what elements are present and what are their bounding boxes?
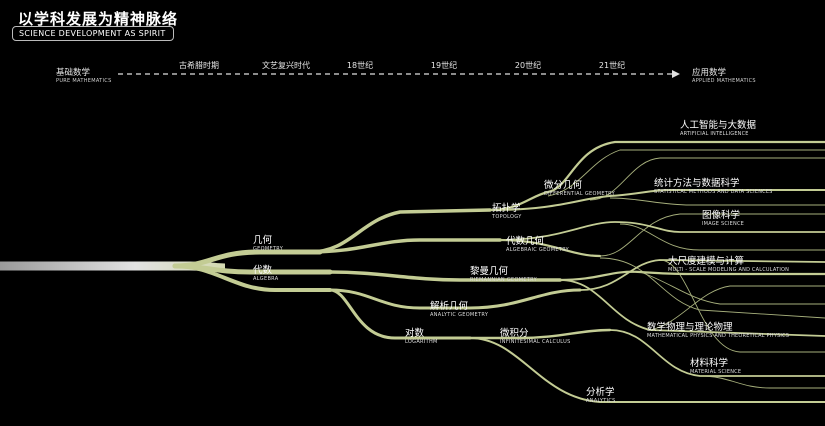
- label-calculus: 微积分 INFINITESIMAL CALCULUS: [500, 325, 571, 345]
- algebraic-to-image: [499, 221, 825, 241]
- field-ai-big-data: 人工智能与大数据 ARTIFICIAL INTELLIGENCE: [680, 117, 756, 137]
- field-mathematical-physics-en: MATHEMATICAL PHYSICS AND THEORETICAL PHY…: [647, 333, 790, 339]
- label-riemannian-geometry-en: RIEMANNIAN GEOMETRY: [470, 277, 537, 283]
- calculus-to-material: [609, 329, 825, 377]
- algebraic-geometry-branch: [498, 238, 602, 258]
- timeline-start-en: PURE MATHEMATICS: [56, 78, 112, 84]
- label-differential-geometry-zh: 微分几何: [544, 180, 583, 191]
- analytic-to-modeling: [579, 259, 825, 291]
- label-logarithm-en: LOGARITHM: [405, 339, 438, 345]
- calculus-branch: [468, 328, 612, 340]
- lower-branch: [173, 264, 332, 292]
- field-ai-big-data-zh: 人工智能与大数据: [680, 120, 757, 131]
- field-multiscale-modeling-zh: 大尺度建模与计算: [668, 256, 745, 267]
- field-material-science: 材料科学 MATERIAL SCIENCE: [690, 355, 741, 375]
- field-image-science-en: IMAGE SCIENCE: [702, 221, 745, 227]
- timeline-start-zh: 基础数学: [56, 68, 91, 78]
- label-analytic-geometry: 解析几何 ANALYTIC GEOMETRY: [430, 298, 488, 318]
- label-differential-geometry: 微分几何 DIFFERENTIAL GEOMETRY: [544, 177, 615, 197]
- label-riemannian-geometry: 黎曼几何 RIEMANNIAN GEOMETRY: [470, 263, 537, 283]
- topology-branch: [308, 208, 492, 254]
- field-mathematical-physics: 数学物理与理论物理 MATHEMATICAL PHYSICS AND THEOR…: [647, 319, 789, 339]
- topology-to-statistics: [489, 189, 825, 211]
- era-21st-century: 21世纪: [598, 61, 626, 70]
- label-algebra: 代数 ALGEBRA: [253, 262, 278, 282]
- timeline-end-zh: 应用数学: [692, 68, 727, 78]
- label-geometry: 几何 GEOMETRY: [253, 232, 283, 252]
- field-statistics-data-science-en: STATISTICAL METHODS AND DATA SCIENCES: [654, 189, 773, 195]
- field-image-science: 图像科学 IMAGE SCIENCE: [702, 207, 744, 227]
- timeline-end: 应用数学 APPLIED MATHEMATICS: [692, 66, 756, 84]
- era-ancient-greece: 古希腊时期: [179, 61, 219, 70]
- branch-lines: [172, 140, 825, 403]
- label-algebraic-geometry-zh: 代数几何: [506, 236, 545, 247]
- page-subtitle: SCIENCE DEVELOPMENT AS SPIRIT: [12, 26, 174, 41]
- analytic-geometry-branch: [328, 288, 582, 310]
- label-analytics-zh: 分析学: [586, 387, 615, 398]
- timeline-arrow: [118, 70, 680, 78]
- field-ai-big-data-en: ARTIFICIAL INTELLIGENCE: [680, 131, 749, 137]
- label-analytics: 分析学 ANALYTICS: [586, 384, 616, 404]
- label-analytic-geometry-en: ANALYTIC GEOMETRY: [430, 312, 489, 318]
- label-analytics-en: ANALYTICS: [586, 398, 616, 404]
- label-topology-en: TOPOLOGY: [492, 214, 522, 220]
- page-title: 以学科发展为精神脉络: [18, 10, 179, 28]
- field-image-science-zh: 图像科学: [702, 210, 741, 221]
- differential-geometry-branch: [488, 140, 825, 212]
- label-topology-zh: 拓扑学: [492, 203, 521, 214]
- field-mathematical-physics-zh: 数学物理与理论物理: [647, 322, 733, 333]
- label-calculus-zh: 微积分: [500, 328, 529, 339]
- label-differential-geometry-en: DIFFERENTIAL GEOMETRY: [544, 191, 615, 197]
- fine-strands: [547, 149, 825, 389]
- label-algebraic-geometry: 代数几何 ALGEBRAIC GEOMETRY: [506, 233, 569, 253]
- field-material-science-en: MATERIAL SCIENCE: [690, 369, 742, 375]
- timeline-end-en: APPLIED MATHEMATICS: [692, 78, 756, 84]
- analytics-branch: [469, 337, 825, 403]
- geometry-branch: [172, 249, 323, 269]
- label-algebra-zh: 代数: [253, 265, 273, 276]
- label-geometry-zh: 几何: [253, 235, 273, 246]
- label-logarithm: 对数 LOGARITHM: [405, 325, 438, 345]
- field-multiscale-modeling: 大尺度建模与计算 MULTI - SCALE MODELING AND CALC…: [668, 253, 789, 273]
- geometry-to-algebraic-branch: [308, 238, 502, 254]
- label-geometry-en: GEOMETRY: [253, 246, 284, 252]
- field-multiscale-modeling-en: MULTI - SCALE MODELING AND CALCULATION: [668, 267, 790, 273]
- label-algebraic-geometry-en: ALGEBRAIC GEOMETRY: [506, 247, 570, 253]
- label-logarithm-zh: 对数: [405, 328, 425, 339]
- field-statistics-data-science-zh: 统计方法与数据科学: [654, 178, 740, 189]
- label-topology: 拓扑学 TOPOLOGY: [492, 200, 522, 220]
- era-20th-century: 20世纪: [514, 61, 542, 70]
- label-riemannian-geometry-zh: 黎曼几何: [470, 266, 509, 277]
- logarithm-branch: [328, 288, 472, 340]
- era-18th-century: 18世纪: [346, 61, 374, 70]
- riemannian-to-modeling: [558, 270, 825, 282]
- era-19th-century: 19世纪: [430, 61, 458, 70]
- label-algebra-en: ALGEBRA: [253, 276, 279, 282]
- label-analytic-geometry-zh: 解析几何: [430, 301, 469, 312]
- timeline-start: 基础数学 PURE MATHEMATICS: [56, 66, 112, 84]
- riemannian-branch: [328, 270, 562, 282]
- field-material-science-zh: 材料科学: [690, 358, 729, 369]
- field-statistics-data-science: 统计方法与数据科学 STATISTICAL METHODS AND DATA S…: [654, 175, 773, 195]
- riemannian-to-physics: [559, 279, 825, 337]
- label-calculus-en: INFINITESIMAL CALCULUS: [500, 339, 571, 345]
- era-renaissance: 文艺复兴时代: [262, 61, 310, 70]
